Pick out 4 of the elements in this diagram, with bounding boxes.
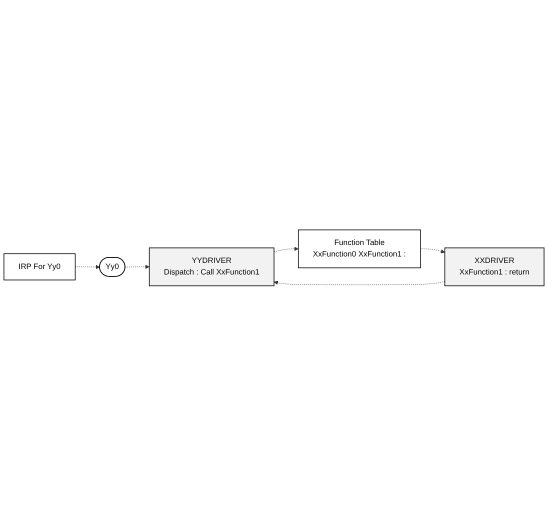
node-box bbox=[444, 247, 544, 286]
node-box bbox=[298, 229, 421, 268]
node-box bbox=[4, 253, 76, 280]
node-box bbox=[148, 247, 274, 286]
